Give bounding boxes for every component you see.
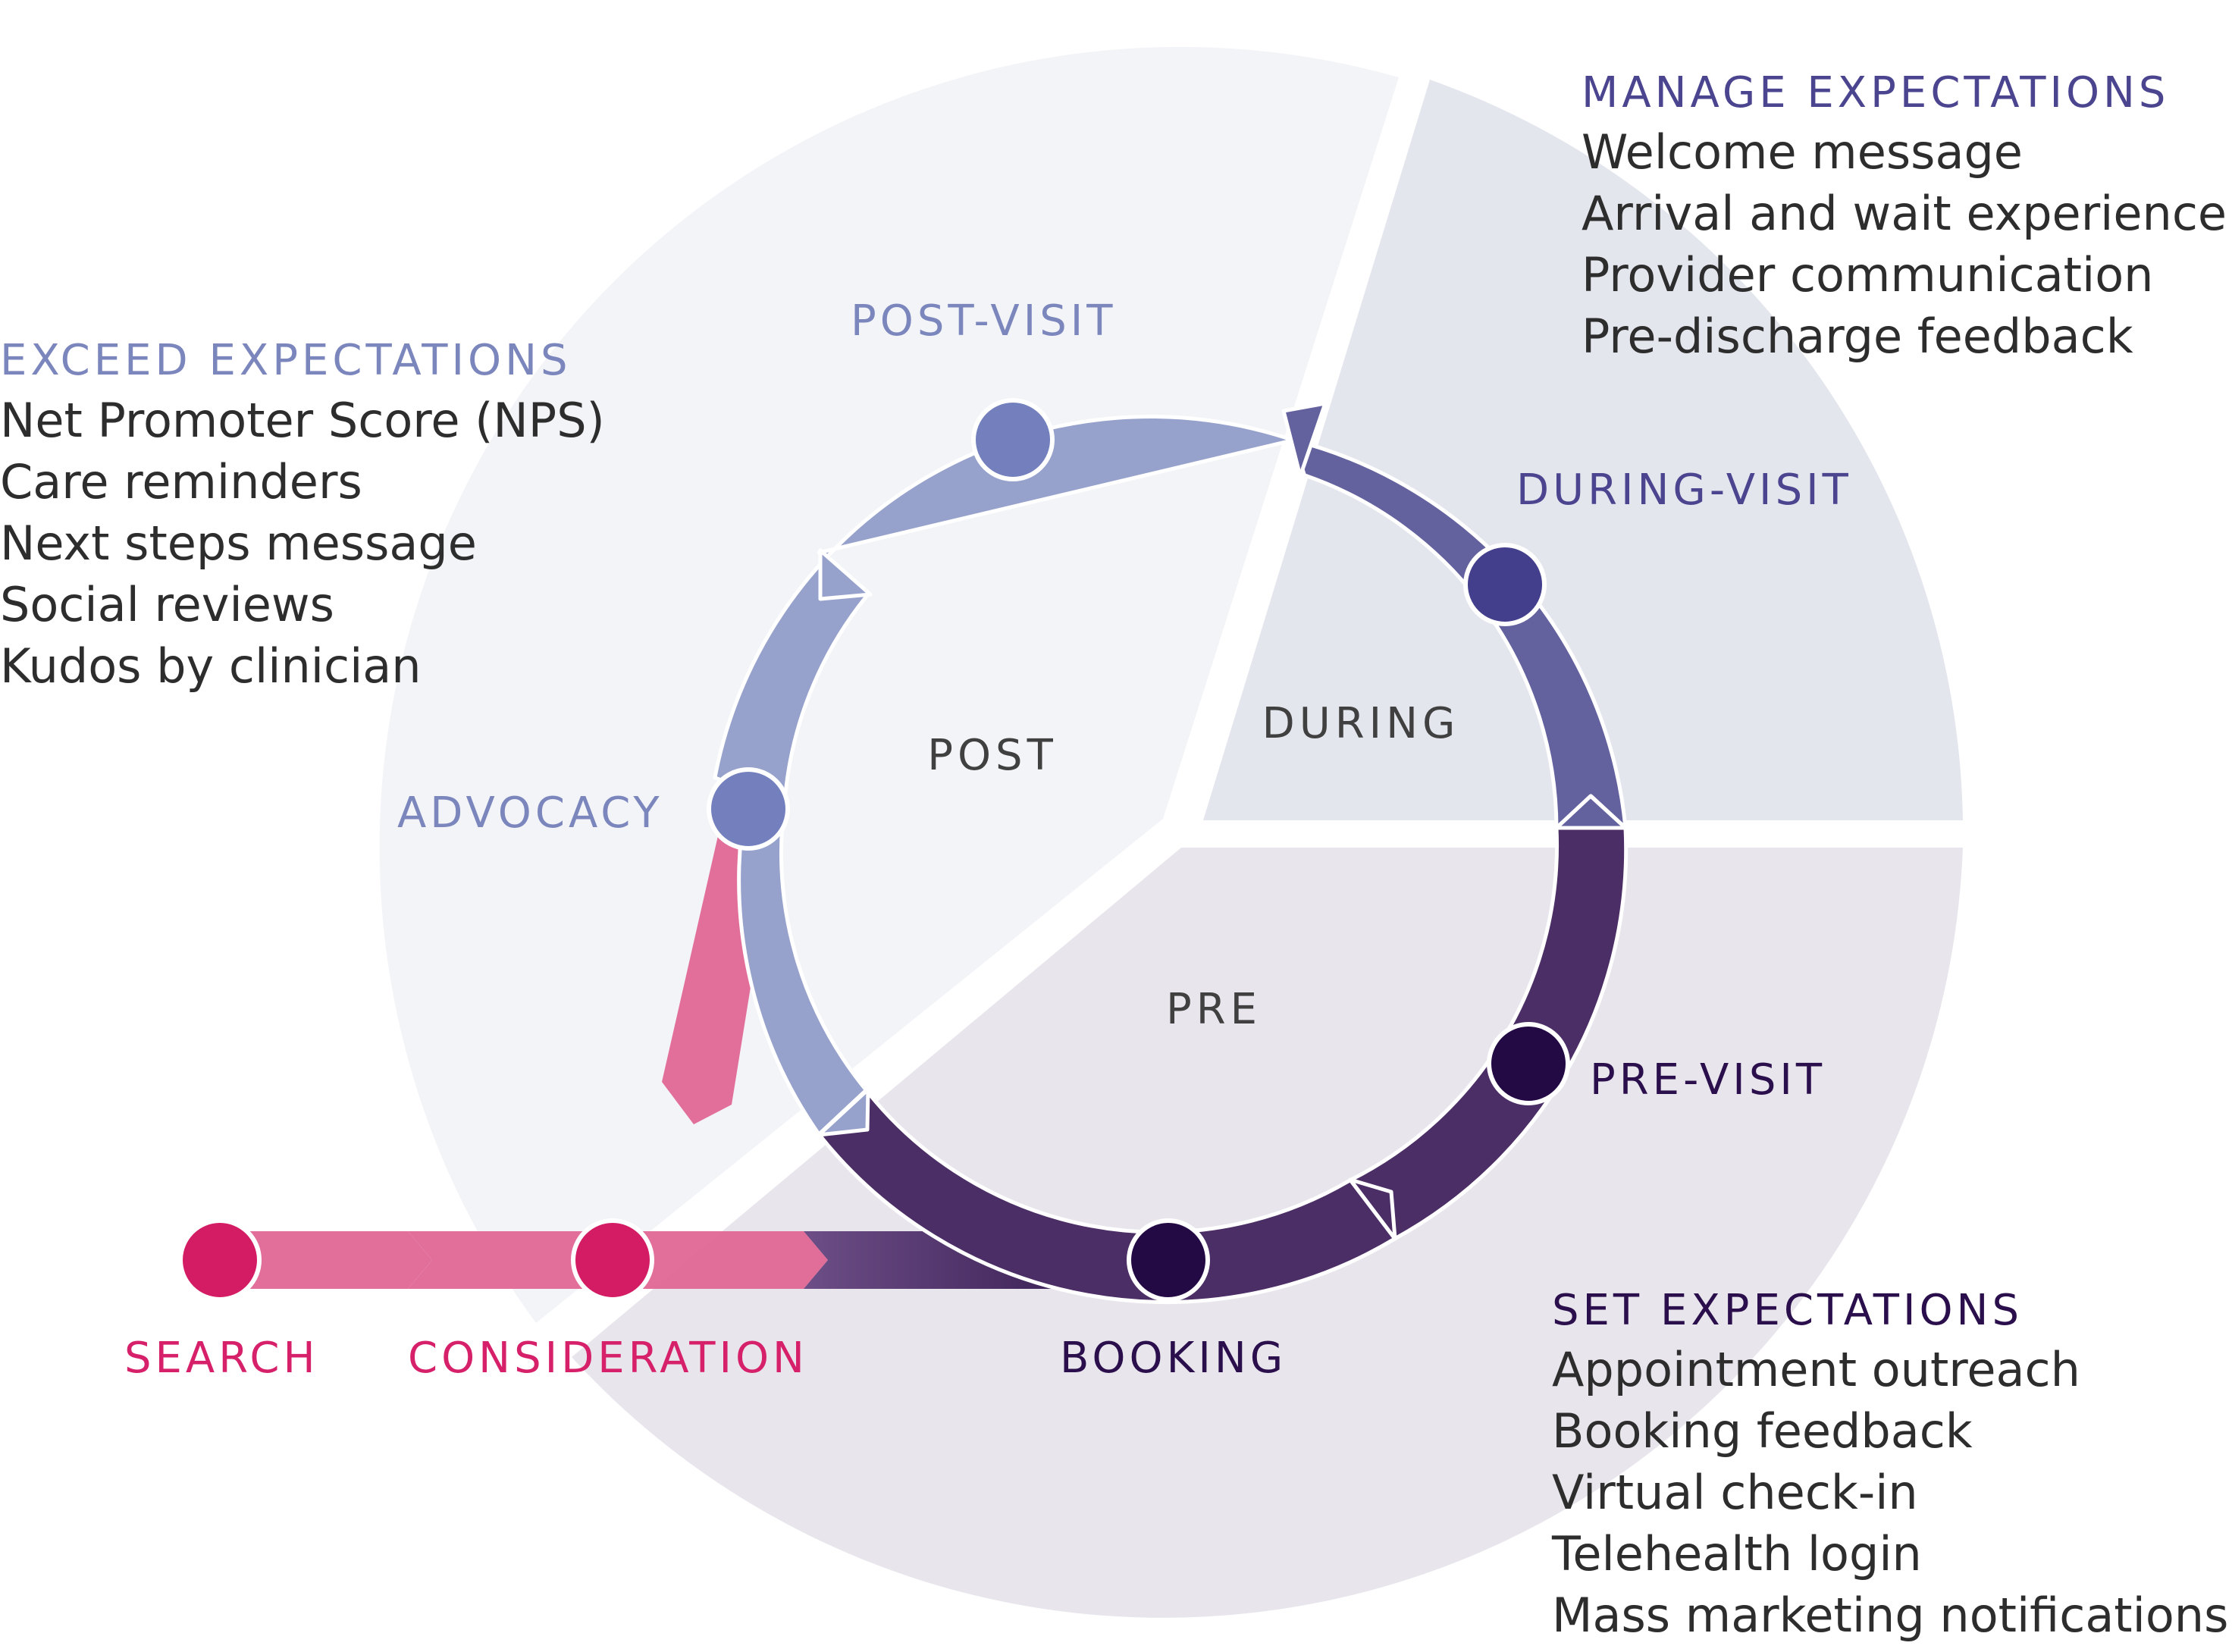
label-advocacy: ADVOCACY <box>397 788 663 838</box>
manage-item: Arrival and wait experience <box>1582 186 2227 241</box>
during-segment <box>1203 80 1963 820</box>
manage-heading: MANAGE EXPECTATIONS <box>1582 68 2169 118</box>
arrowhead-booking <box>817 1087 870 1137</box>
arrowhead-pre-visit <box>1348 1177 1397 1241</box>
exceed-item: Net Promoter Score (NPS) <box>0 393 605 448</box>
exceed-item: Care reminders <box>0 454 362 509</box>
zone-label-during: DURING <box>1262 699 1460 748</box>
set-item: Virtual check-in <box>1552 1465 1918 1520</box>
set-item: Booking feedback <box>1552 1403 1973 1459</box>
manage-item: Pre-discharge feedback <box>1582 309 2133 364</box>
label-pre-visit: PRE-VISIT <box>1590 1055 1826 1105</box>
exceed-item: Kudos by clinician <box>0 638 422 694</box>
label-search: SEARCH <box>124 1334 319 1383</box>
manage-expectations-panel: MANAGE EXPECTATIONS Welcome message Arri… <box>1582 68 2227 364</box>
set-expectations-panel: SET EXPECTATIONS Appointment outreach Bo… <box>1551 1286 2228 1643</box>
node-pre-visit[interactable] <box>1487 1022 1570 1105</box>
exceed-item: Social reviews <box>0 577 334 632</box>
label-consideration: CONSIDERATION <box>408 1334 808 1383</box>
exceed-heading: EXCEED EXPECTATIONS <box>0 336 572 385</box>
label-during-visit: DURING-VISIT <box>1516 466 1852 515</box>
zone-label-pre: PRE <box>1166 985 1262 1034</box>
node-search[interactable] <box>178 1218 262 1302</box>
zone-label-post: POST <box>927 731 1058 780</box>
arrowhead-post <box>818 548 873 601</box>
exceed-expectations-panel: EXCEED EXPECTATIONS Net Promoter Score (… <box>0 336 605 694</box>
node-during-visit[interactable] <box>1463 543 1547 626</box>
set-item: Telehealth login <box>1551 1526 1922 1581</box>
node-post-visit[interactable] <box>971 398 1055 481</box>
set-item: Appointment outreach <box>1552 1342 2080 1397</box>
manage-item: Provider communication <box>1582 247 2153 303</box>
arrowhead-during <box>1281 401 1328 478</box>
node-booking[interactable] <box>1127 1218 1210 1302</box>
label-booking: BOOKING <box>1060 1334 1287 1383</box>
set-heading: SET EXPECTATIONS <box>1552 1286 2023 1335</box>
set-item: Mass marketing notifications <box>1552 1588 2228 1643</box>
arrowhead-during-entry <box>1554 794 1628 830</box>
arc-post-visit <box>713 415 1296 805</box>
node-consideration[interactable] <box>571 1218 654 1302</box>
search-arrow <box>220 1231 432 1289</box>
post-segment <box>379 46 1399 1323</box>
exceed-item: Next steps message <box>0 516 477 571</box>
label-post-visit: POST-VISIT <box>851 296 1116 346</box>
node-advocacy[interactable] <box>707 767 790 851</box>
manage-item: Welcome message <box>1582 124 2023 180</box>
